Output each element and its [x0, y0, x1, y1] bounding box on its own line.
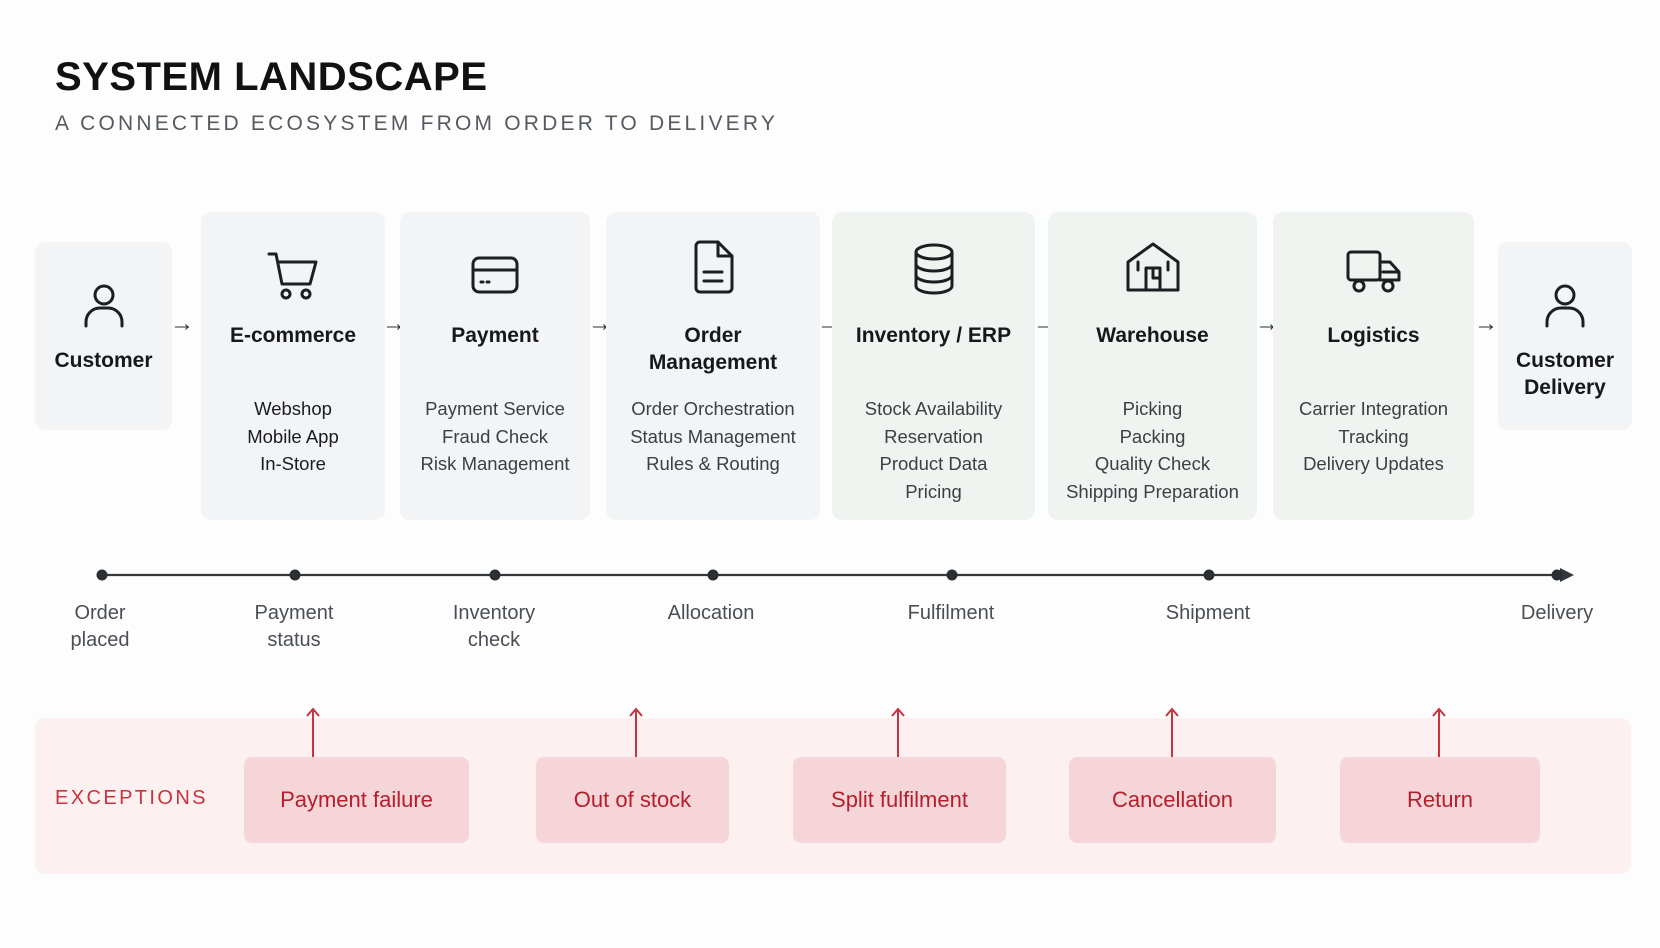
milestone-dot	[489, 569, 501, 581]
stage-card-ecommerce: E-commerce Webshop Mobile App In-Store	[201, 212, 385, 520]
exception-out-of-stock: Out of stock	[536, 757, 729, 843]
stage-name: Inventory / ERP	[855, 324, 1012, 347]
flow-arrow: →	[170, 310, 194, 337]
stage-card-warehouse: Warehouse Picking Packing Quality Check …	[1048, 212, 1257, 520]
milestone-dot	[1203, 569, 1215, 581]
stage-details: Order Orchestration Status Management Ru…	[630, 398, 796, 474]
milestone-dot	[96, 569, 108, 581]
up-arrow-icon	[629, 707, 643, 758]
milestone-label: Fulfilment	[907, 602, 995, 624]
stage-name: Payment	[451, 324, 539, 347]
up-arrow-icon	[891, 707, 905, 758]
flow-arrow: →	[1474, 310, 1498, 337]
milestone-dot	[707, 569, 719, 581]
timeline	[96, 568, 1574, 582]
page-subtitle: A CONNECTED ECOSYSTEM FROM ORDER TO DELI…	[55, 112, 779, 135]
milestone-label: Shipment	[1165, 602, 1251, 624]
stage-details: Picking Packing Quality Check Shipping P…	[1066, 398, 1239, 502]
exception-split-fulfilment: Split fulfilment	[793, 757, 1006, 843]
document-icon	[690, 240, 736, 296]
customer-delivery-label: Customer Delivery	[1515, 349, 1615, 399]
stage-card-inventory-erp: Inventory / ERP Stock Availability Reser…	[832, 212, 1035, 520]
exception-return: Return	[1340, 757, 1540, 843]
stage-name: E-commerce	[229, 324, 357, 347]
cart-icon	[266, 250, 320, 302]
stage-name: Logistics	[1327, 324, 1420, 347]
credit-card-icon	[469, 254, 521, 298]
stage-name: Warehouse	[1096, 324, 1209, 347]
stage-card-payment: Payment Payment Service Fraud Check Risk…	[400, 212, 590, 520]
stage-card-order-management: Order Management Order Orchestration Sta…	[606, 212, 820, 520]
milestone-label: Allocation	[667, 602, 755, 624]
truck-icon	[1345, 248, 1403, 296]
exception-cancellation: Cancellation	[1069, 757, 1276, 843]
stage-details: Stock Availability Reservation Product D…	[864, 398, 1003, 502]
customer-delivery-card: Customer Delivery	[1498, 242, 1632, 430]
user-icon	[1543, 282, 1587, 330]
stage-details: Webshop Mobile App In-Store	[247, 398, 339, 474]
page-title: SYSTEM LANDSCAPE	[55, 55, 488, 99]
up-arrow-icon	[1432, 707, 1446, 758]
exception-payment-failure: Payment failure	[244, 757, 469, 843]
user-icon	[82, 282, 126, 330]
stage-details: Carrier Integration Tracking Delivery Up…	[1298, 398, 1449, 474]
milestone-label: Delivery	[1520, 602, 1594, 624]
milestone-dot	[1551, 569, 1563, 581]
customer-card: Customer	[35, 242, 172, 430]
milestone-dot	[289, 569, 301, 581]
up-arrow-icon	[1165, 707, 1179, 758]
stage-details: Payment Service Fraud Check Risk Managem…	[420, 398, 570, 474]
milestone-dot	[946, 569, 958, 581]
warehouse-icon	[1124, 240, 1182, 296]
database-icon	[912, 242, 956, 296]
customer-label: Customer	[54, 349, 153, 372]
up-arrow-icon	[306, 707, 320, 758]
exceptions-label: EXCEPTIONS	[55, 787, 208, 809]
stage-name: Order Management	[648, 324, 778, 374]
stage-card-logistics: Logistics Carrier Integration Tracking D…	[1273, 212, 1474, 520]
